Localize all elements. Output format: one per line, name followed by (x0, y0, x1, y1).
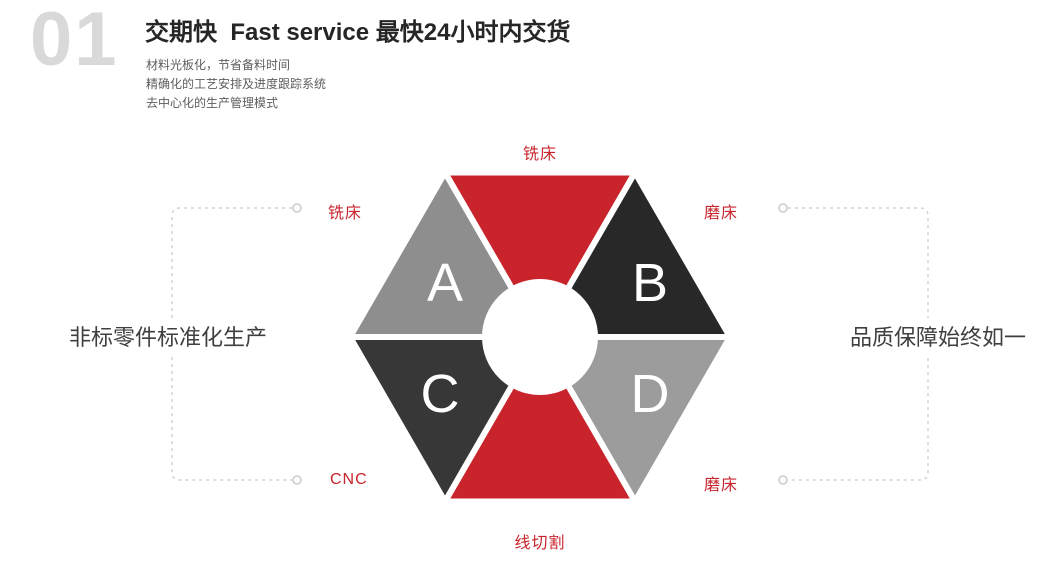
segment-label-bottom: 线切割 (514, 535, 566, 552)
segment-label-top: 铣床 (522, 146, 557, 163)
segment-label-lower-left: CNC (330, 471, 368, 488)
triangle-upper-left (347, 169, 543, 340)
bullet-line: 去中心化的生产管理模式 (146, 96, 279, 110)
page-title: 交期快 Fast service 最快24小时内交货 (145, 19, 571, 46)
bullet-line: 精确化的工艺安排及进度跟踪系统 (146, 77, 327, 91)
bullet-line: 材料光板化，节省备料时间 (146, 58, 291, 72)
connector-dot (292, 475, 302, 485)
triangle-a-letter: A (427, 253, 463, 313)
center-circle (482, 279, 598, 395)
right-bracket-line (788, 207, 929, 481)
connector-dot (292, 203, 302, 213)
triangle-b-letter: B (632, 253, 668, 313)
left-caption: 非标零件标准化生产 (58, 318, 278, 354)
triangle-d-letter: D (631, 364, 670, 424)
segment-label-upper-right: 磨床 (704, 205, 739, 222)
triangle-c-letter: C (421, 364, 460, 424)
connector-dot (778, 203, 788, 213)
connector-dot (778, 475, 788, 485)
section-number: 01 (30, 0, 119, 82)
segment-label-lower-right: 磨床 (704, 477, 739, 494)
bullet-list: 材料光板化，节省备料时间 精确化的工艺安排及进度跟踪系统 去中心化的生产管理模式 (146, 56, 326, 113)
right-caption: 品质保障始终如一 (839, 318, 1037, 354)
segment-label-upper-left: 铣床 (328, 205, 363, 222)
